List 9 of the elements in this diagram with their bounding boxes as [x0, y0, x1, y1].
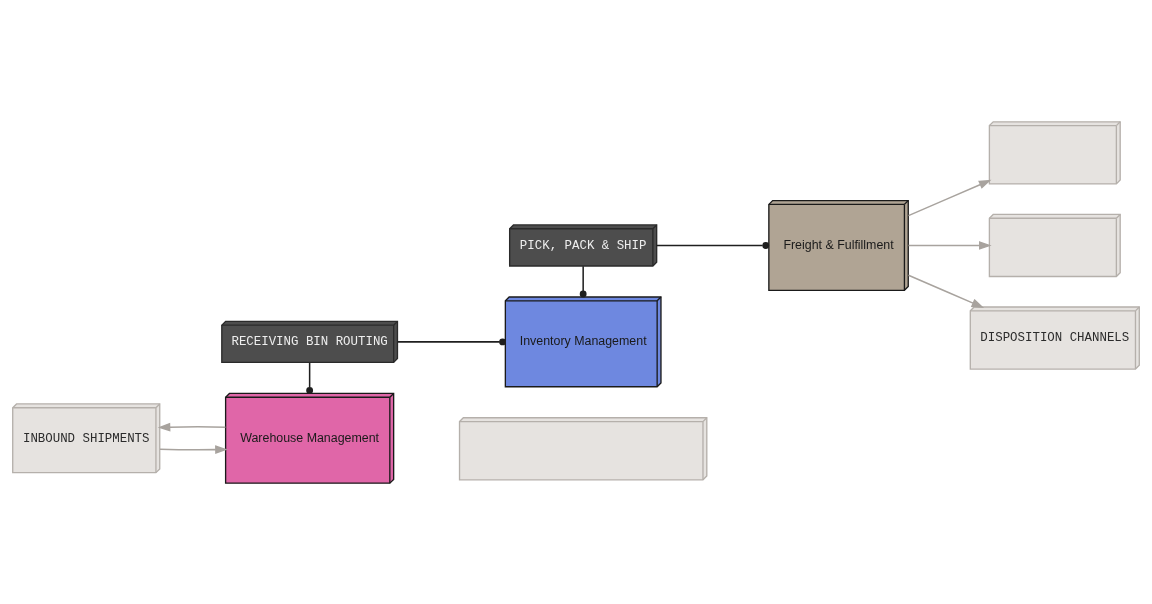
connector [579, 265, 587, 297]
arrow [159, 444, 228, 454]
arrow [907, 179, 992, 216]
arrow [157, 422, 227, 432]
arrow [907, 240, 992, 250]
connector [306, 361, 314, 394]
connector [396, 337, 507, 345]
connector [656, 241, 770, 249]
arrow [907, 274, 985, 308]
